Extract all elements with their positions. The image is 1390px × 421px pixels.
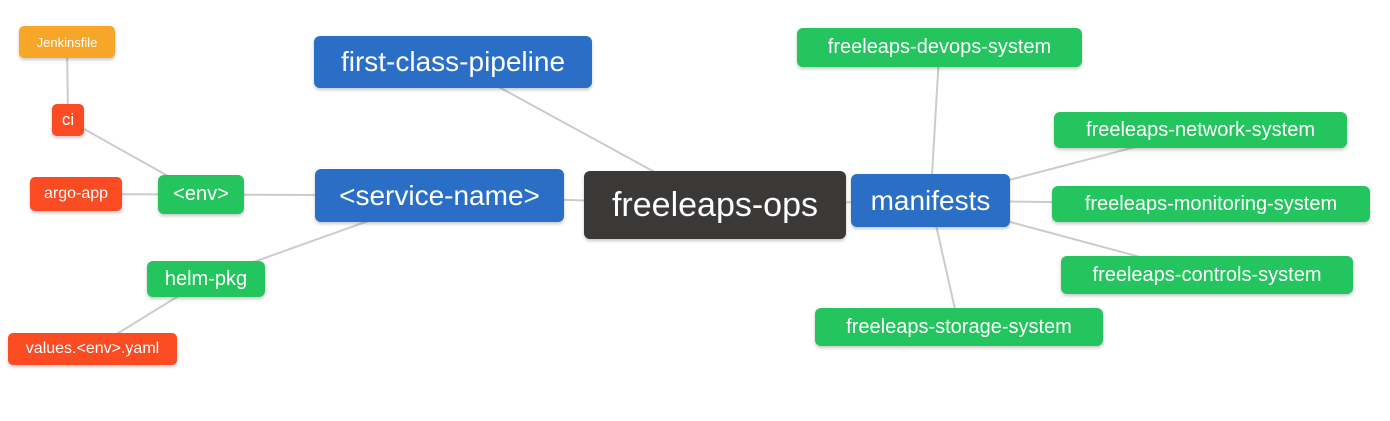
node-freeleaps-controls-system[interactable]: freeleaps-controls-system (1061, 256, 1353, 294)
node-first-class-pipeline[interactable]: first-class-pipeline (314, 36, 592, 88)
node-freeleaps-ops-root[interactable]: freeleaps-ops (584, 171, 846, 239)
node-freeleaps-network-system[interactable]: freeleaps-network-system (1054, 112, 1347, 148)
node-freeleaps-monitoring-system[interactable]: freeleaps-monitoring-system (1052, 186, 1370, 222)
node-argo-app[interactable]: argo-app (30, 177, 122, 211)
node-values-env-yaml[interactable]: values.<env>.yaml (8, 333, 177, 365)
node-jenkinsfile[interactable]: Jenkinsfile (19, 26, 115, 58)
node-env[interactable]: <env> (158, 175, 244, 214)
node-manifests[interactable]: manifests (851, 174, 1010, 227)
node-ci[interactable]: ci (52, 104, 84, 136)
node-service-name[interactable]: <service-name> (315, 169, 564, 222)
node-helm-pkg[interactable]: helm-pkg (147, 261, 265, 297)
node-freeleaps-storage-system[interactable]: freeleaps-storage-system (815, 308, 1103, 346)
node-freeleaps-devops-system[interactable]: freeleaps-devops-system (797, 28, 1082, 67)
